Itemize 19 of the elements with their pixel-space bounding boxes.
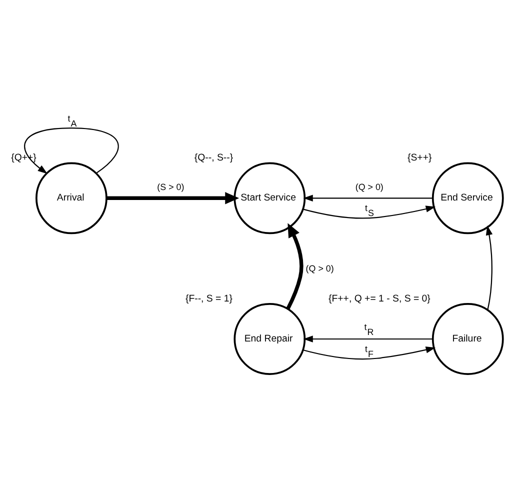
node-circle: Start Service xyxy=(234,162,306,234)
edge-label: (S > 0) xyxy=(157,182,184,192)
node-label: {F--, S = 1} xyxy=(185,293,233,304)
edge-label: (Q > 0) xyxy=(306,263,334,274)
node-circle: Failure xyxy=(432,303,504,375)
arrow xyxy=(106,192,240,204)
arrow xyxy=(303,336,433,342)
node-label: {S++} xyxy=(408,152,432,164)
arrow xyxy=(486,225,493,310)
edge-label: (Q > 0) xyxy=(355,182,384,192)
node-label: {Q--, S--} xyxy=(194,152,234,164)
arrow xyxy=(302,206,436,219)
arrow xyxy=(286,223,304,310)
arrow xyxy=(303,194,433,202)
arrow xyxy=(24,128,119,174)
node-circle: End Repair xyxy=(234,303,306,375)
node-circle: End Service xyxy=(432,162,504,234)
node-label: {F++, Q += 1 - S, S = 0} xyxy=(328,293,430,304)
arrow xyxy=(302,346,436,360)
